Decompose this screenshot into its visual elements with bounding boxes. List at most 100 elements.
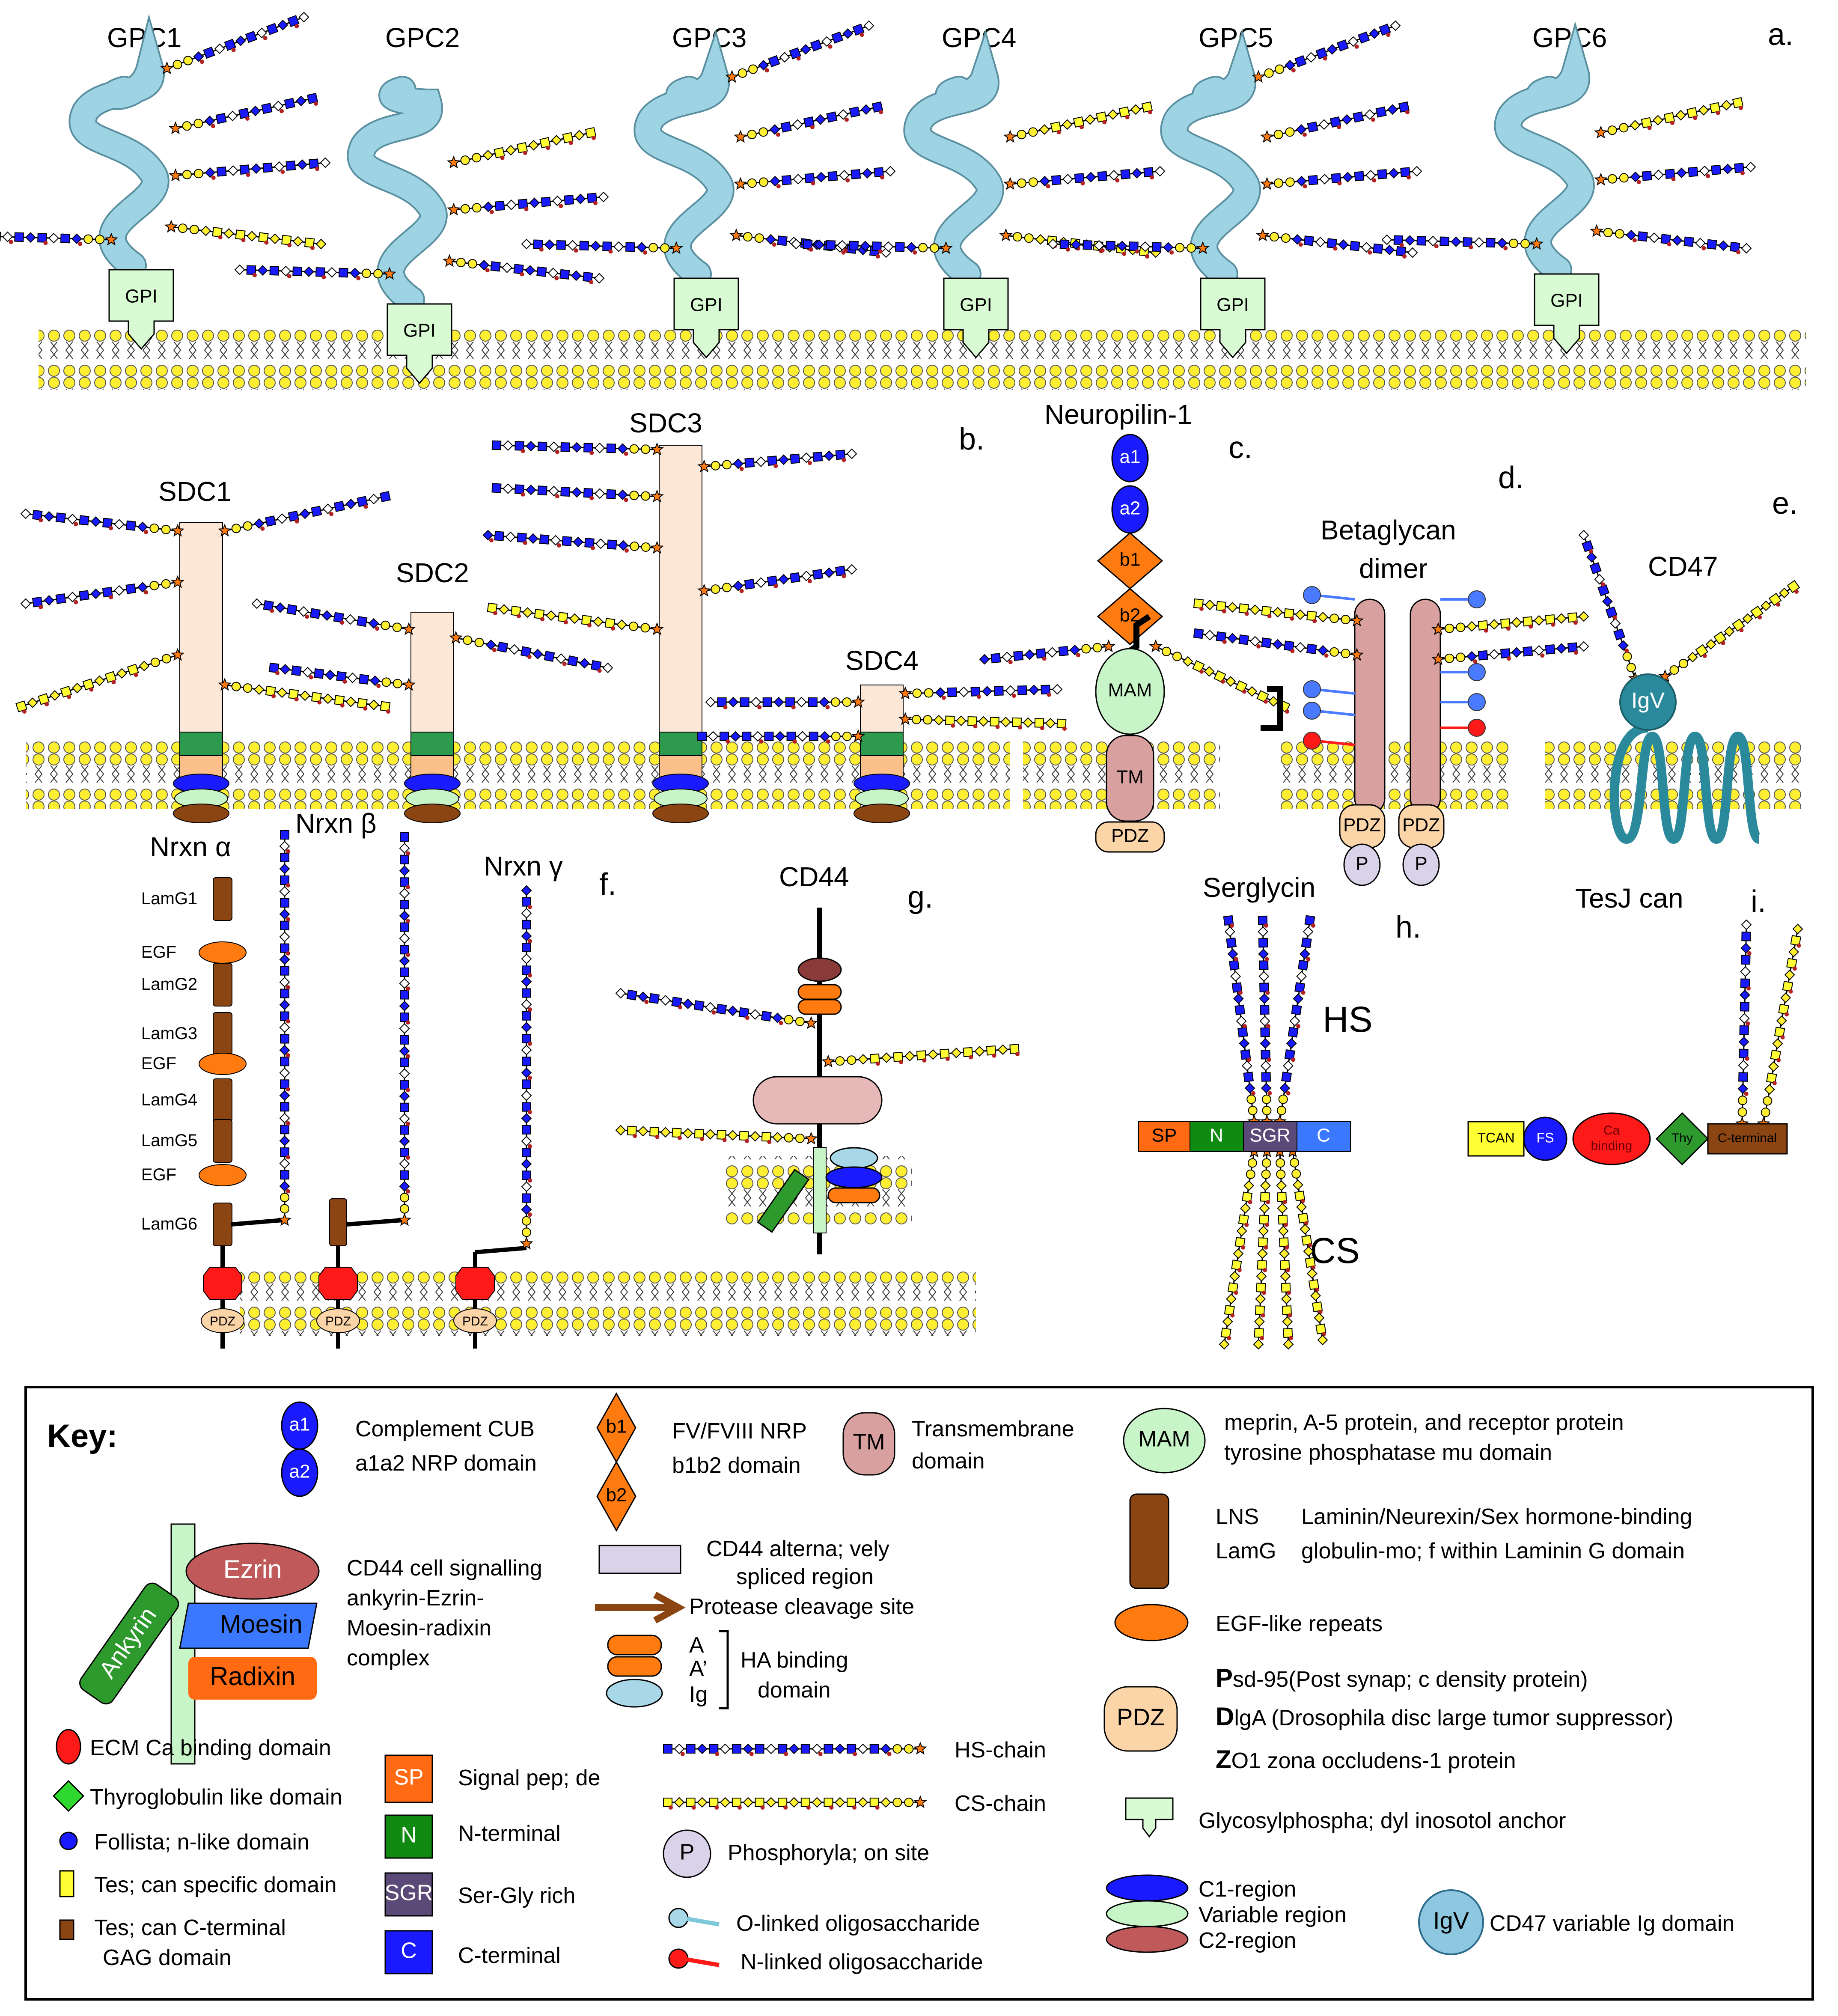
- cs-uronic: [1687, 652, 1698, 663]
- tesj-title: TesJ can: [1575, 883, 1683, 914]
- sdc-c2-2: [404, 804, 461, 823]
- sulfate: [792, 739, 797, 744]
- sulfate: [1286, 1091, 1291, 1096]
- hs-uronic: [567, 240, 578, 251]
- hs-uronic: [279, 1045, 290, 1056]
- hs-uronic: [720, 1743, 731, 1754]
- hs-uronic: [277, 513, 288, 524]
- key-radixin-icon: [188, 1657, 317, 1700]
- sulfate: [807, 579, 812, 584]
- cs-galnac: [212, 227, 223, 238]
- cs-uronic: [1236, 1225, 1247, 1236]
- hs-glcnac: [1336, 39, 1349, 52]
- cs-uronic: [951, 1047, 962, 1058]
- linker-sugar: [1017, 178, 1026, 188]
- cs-uronic: [765, 1797, 776, 1808]
- key-ha-2: domain: [758, 1678, 831, 1703]
- cs-uronic: [322, 693, 333, 704]
- sulfate: [1324, 653, 1329, 658]
- hs-uronic: [791, 238, 802, 250]
- linker-sugar: [1619, 123, 1629, 133]
- sulfate: [211, 176, 216, 180]
- hs-uronic: [297, 159, 308, 170]
- cs-uronic: [71, 682, 83, 694]
- cs-galnac: [1312, 1301, 1323, 1312]
- hs-uronic: [1610, 618, 1621, 629]
- hs-uronic: [521, 1136, 532, 1146]
- hs-uronic: [251, 598, 262, 609]
- domain-tm: [1106, 735, 1154, 822]
- sulfate: [1402, 254, 1407, 259]
- key-thyro-icon: [52, 1780, 85, 1812]
- hs-glcnac: [280, 1011, 289, 1021]
- cs-galnac: [1261, 606, 1272, 616]
- cs-galnac: [380, 701, 391, 712]
- hs-glcnac: [1288, 1027, 1299, 1038]
- domain-b2: [1097, 588, 1163, 645]
- cs-uronic: [116, 668, 128, 679]
- tesj-hs-chain: [1735, 919, 1752, 1130]
- hs-glcnac: [497, 641, 509, 653]
- panel-a-glypicans: GPC1GPIGPC2GPIGPC3GPIGPC4GPIGPC5GPIGPC6G…: [0, 12, 1806, 1145]
- hs-glcnac: [333, 500, 345, 512]
- hs-glcnac: [970, 687, 981, 697]
- hs-uronic: [1653, 170, 1664, 180]
- hs-uronic: [525, 265, 535, 276]
- hs-uronic: [279, 863, 290, 874]
- cs-uronic: [1318, 612, 1329, 622]
- hs-uronic: [345, 498, 357, 509]
- hs-uronic: [793, 174, 804, 185]
- hs-uronic: [257, 265, 268, 276]
- sulfate: [1248, 1200, 1252, 1204]
- cs-galnac: [1732, 97, 1744, 109]
- hs-glcnac: [1129, 241, 1139, 251]
- linkage-star: [160, 61, 174, 74]
- hs-glcnac: [1642, 170, 1652, 181]
- hs-glcnac: [515, 441, 524, 451]
- cs-uronic: [1268, 696, 1279, 707]
- linker-sugar: [95, 235, 105, 244]
- tesj-c-terminal-label: C-terminal: [1718, 1131, 1777, 1145]
- sulfate: [1062, 727, 1067, 731]
- hs-glcnac: [522, 1170, 531, 1180]
- hs-uronic: [1163, 242, 1174, 253]
- sulfate: [1573, 650, 1578, 655]
- hs-glcnac: [315, 267, 325, 277]
- sulfate: [1386, 33, 1391, 37]
- cs-galnac: [1774, 1027, 1785, 1038]
- hs-glcnac: [284, 98, 295, 109]
- hs-uronic: [594, 488, 605, 499]
- hs-uronic: [250, 105, 261, 116]
- sulfate: [589, 280, 594, 284]
- linker-sugar: [748, 64, 758, 74]
- hs-glcnac: [1463, 237, 1472, 247]
- sulfate: [1746, 1021, 1750, 1026]
- cs-galnac: [516, 142, 528, 154]
- hs-glcnac: [261, 103, 273, 114]
- membrane-e: [1545, 741, 1802, 809]
- linkage-star: [1658, 669, 1672, 682]
- hs-uronic: [521, 953, 532, 965]
- o-linked-oligo: [1303, 702, 1321, 720]
- hs-uronic: [1260, 1060, 1271, 1071]
- hs-uronic: [349, 268, 360, 279]
- cs-galnac: [755, 1798, 764, 1807]
- sulfate: [1267, 1091, 1272, 1096]
- cs-galnac: [562, 132, 574, 143]
- key-ha-a2-icon: [607, 1656, 662, 1677]
- hs-uronic: [300, 508, 310, 519]
- hs-glcnac: [671, 997, 682, 1008]
- hs-uronic: [399, 1023, 410, 1034]
- sulfate: [406, 1155, 410, 1160]
- sulfate: [941, 695, 946, 700]
- hs-uronic: [368, 618, 379, 629]
- cs-uronic: [522, 607, 533, 618]
- hs-glcnac: [1258, 915, 1268, 926]
- linker-sugar: [161, 524, 171, 534]
- hs-glcnac: [768, 55, 780, 68]
- hs-uronic: [573, 536, 584, 548]
- cs-galnac: [649, 1127, 660, 1137]
- sulfate: [1122, 251, 1127, 256]
- sulfate: [294, 24, 299, 29]
- cs-galnac: [1478, 620, 1488, 631]
